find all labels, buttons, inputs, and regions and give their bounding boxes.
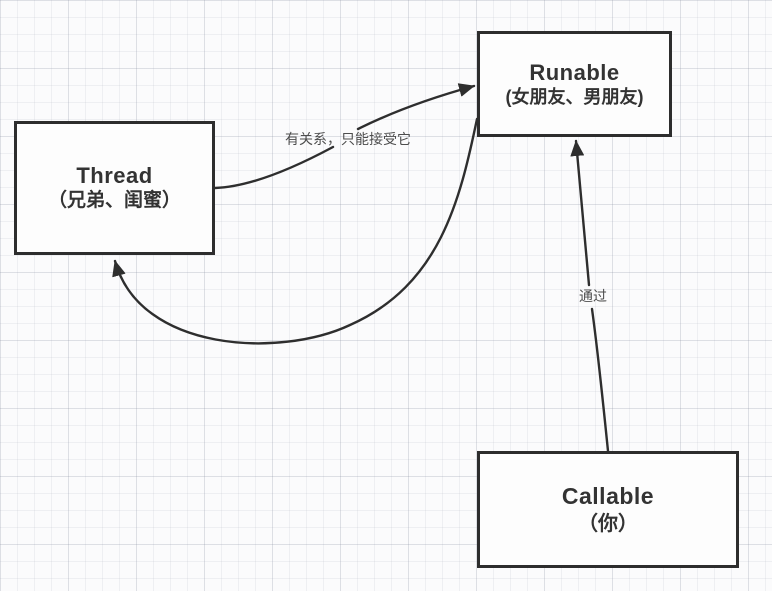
edge-callable-to-runable-start (590, 307, 610, 453)
edge-thread-to-runable-end (356, 83, 476, 131)
node-callable-title: Callable (561, 483, 655, 510)
node-thread: Thread （兄弟、闺蜜） (14, 121, 215, 255)
edge-thread-to-runable-start (213, 145, 335, 190)
node-runable-title: Runable (529, 59, 620, 85)
node-callable-subtitle: （你） (578, 512, 638, 535)
node-runable-subtitle: (女朋友、男朋友) (505, 87, 644, 108)
edge-runable-to-thread (112, 117, 479, 345)
node-runable: Runable (女朋友、男朋友) (477, 31, 672, 137)
edge-label-callable-runable: 通过 (579, 288, 607, 304)
edge-label-thread-runable: 有关系，只能接受它 (285, 131, 411, 147)
node-callable: Callable （你） (477, 451, 739, 568)
node-thread-subtitle: （兄弟、闺蜜） (47, 190, 181, 212)
node-thread-title: Thread (76, 162, 153, 188)
edge-callable-to-runable-end (570, 139, 591, 287)
